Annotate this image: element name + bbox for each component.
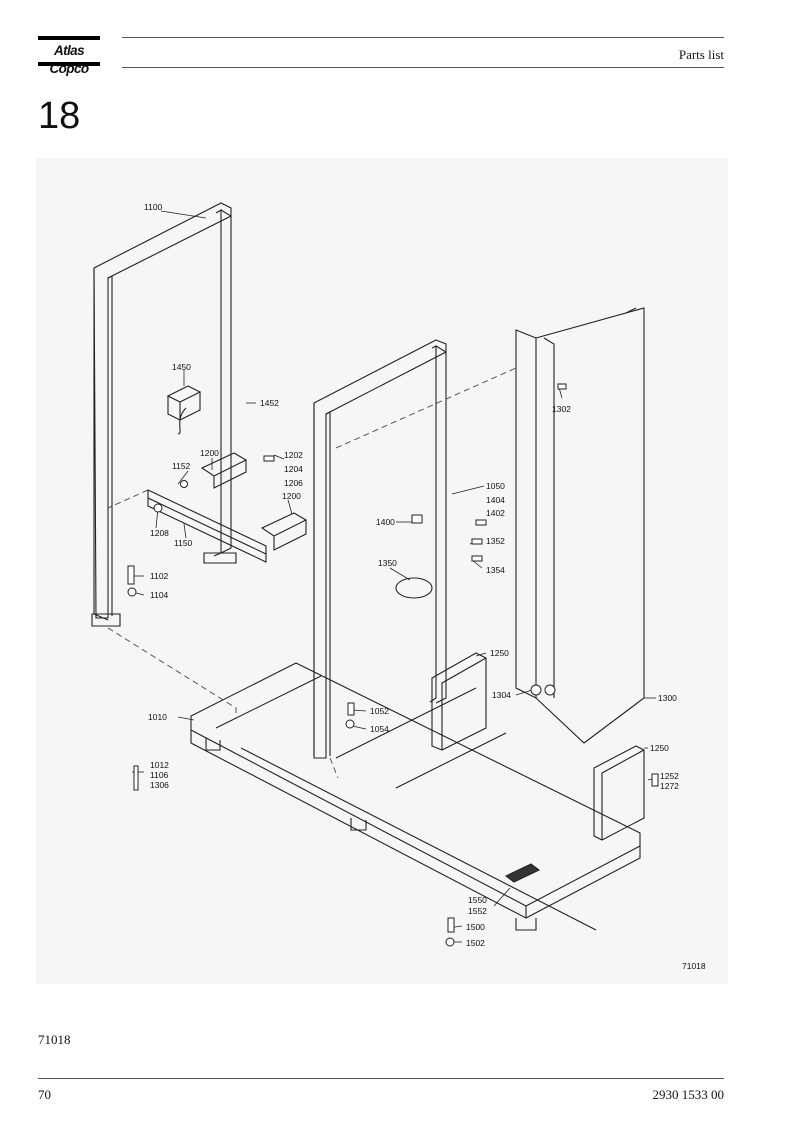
callout-1252: 1252	[660, 771, 679, 781]
callout-1206: 1206	[284, 478, 303, 488]
callout-1202: 1202	[284, 450, 303, 460]
header-rule-bottom	[122, 67, 724, 68]
callout-1452: 1452	[260, 398, 279, 408]
callout-1054: 1054	[370, 724, 389, 734]
callout-1010: 1010	[148, 712, 167, 722]
header-rule-top	[122, 37, 724, 38]
cover-1250-b	[593, 745, 645, 841]
section-number: 18	[38, 95, 81, 137]
callout-1250-a: 1250	[490, 648, 509, 658]
cover-1250-a	[431, 652, 487, 751]
box-1450	[166, 385, 202, 435]
callout-1400: 1400	[376, 517, 395, 527]
callout-1552: 1552	[468, 906, 487, 916]
callout-1150: 1150	[174, 538, 193, 548]
middle-frame-1050	[313, 339, 447, 759]
callout-1354: 1354	[486, 565, 505, 575]
callout-1402: 1402	[486, 508, 505, 518]
callout-1200-b: 1200	[282, 491, 301, 501]
atlas-copco-logo: Atlas Copco	[38, 36, 100, 76]
callout-1104: 1104	[150, 590, 169, 600]
logo-bottom-bar	[38, 62, 100, 66]
callout-1050: 1050	[486, 481, 505, 491]
callout-1200-a: 1200	[200, 448, 219, 458]
exploded-view-svg: 1100 1450 1452 1200 1202 1204 1206 1152 …	[91, 202, 706, 971]
base-frame-1010	[190, 662, 641, 931]
callout-1012: 1012	[150, 760, 169, 770]
document-number: 2930 1533 00	[652, 1087, 725, 1102]
header-title: Parts list	[678, 47, 724, 62]
callout-1250-b: 1250	[650, 743, 669, 753]
callout-1350: 1350	[378, 558, 397, 568]
bracket-1200-a	[200, 452, 248, 489]
callout-1302: 1302	[552, 404, 571, 414]
callout-1208: 1208	[150, 528, 169, 538]
callout-1272: 1272	[660, 781, 679, 791]
callout-1304: 1304	[492, 690, 511, 700]
right-panel-1300	[515, 307, 645, 744]
callout-1300: 1300	[658, 693, 677, 703]
callout-1502: 1502	[466, 938, 485, 948]
frame-lines	[91, 202, 645, 931]
callout-1204: 1204	[284, 464, 303, 474]
drawing-number: 71018	[682, 961, 706, 971]
callout-1102: 1102	[150, 571, 169, 581]
logo-text: Atlas Copco	[49, 43, 90, 76]
callout-1550: 1550	[468, 895, 487, 905]
hardware-parts	[127, 383, 659, 947]
dashed-alignment-lines	[107, 367, 517, 779]
callout-1100: 1100	[144, 202, 163, 212]
callout-1306: 1306	[150, 780, 169, 790]
page-number: 70	[38, 1087, 51, 1102]
callout-1450: 1450	[172, 362, 191, 372]
callout-1106: 1106	[150, 770, 169, 780]
callout-labels: 1100 1450 1452 1200 1202 1204 1206 1152 …	[144, 202, 706, 971]
left-frame-1100	[91, 202, 237, 627]
callout-1152: 1152	[172, 461, 191, 471]
callout-1404: 1404	[486, 495, 505, 505]
hanger-1150	[147, 489, 267, 563]
bracket-1200-b	[260, 512, 308, 551]
exploded-view-drawing: 1100 1450 1452 1200 1202 1204 1206 1152 …	[36, 158, 728, 984]
logo-top-bar	[38, 36, 100, 40]
figure-reference: 71018	[38, 1032, 71, 1047]
callout-1052: 1052	[370, 706, 389, 716]
footer-rule	[38, 1078, 724, 1079]
callout-1352: 1352	[486, 536, 505, 546]
callout-1500: 1500	[466, 922, 485, 932]
leader-lines	[131, 210, 657, 943]
clamp-1350	[395, 577, 433, 599]
